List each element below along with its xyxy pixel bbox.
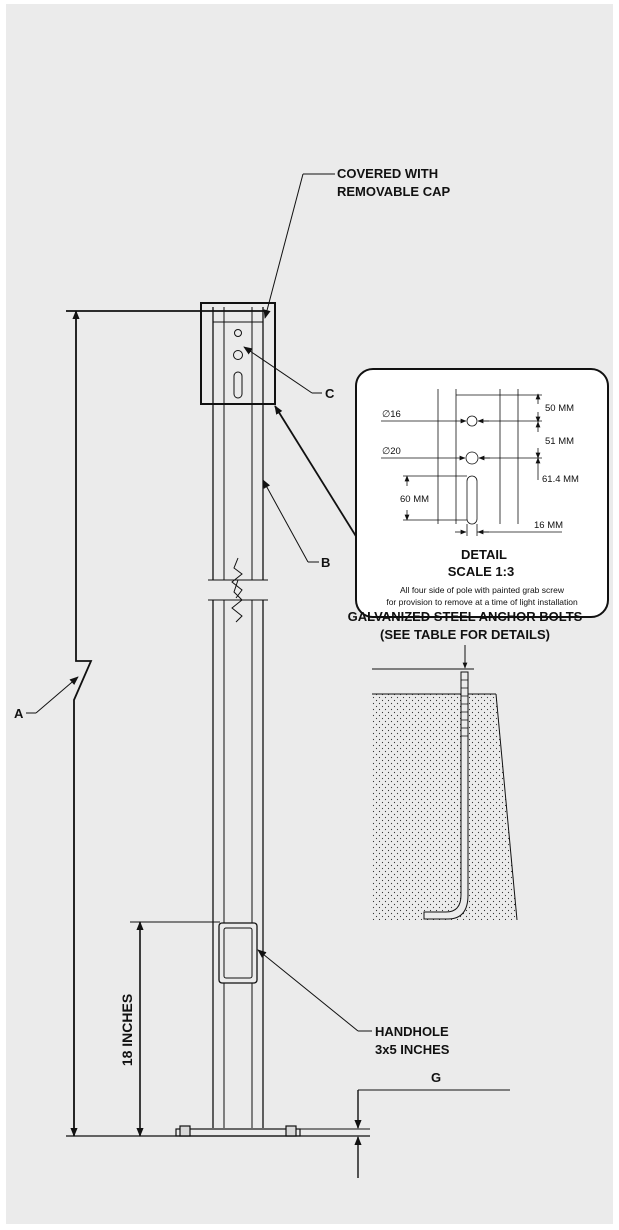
dia20-label: ∅20 <box>382 446 401 457</box>
detail-note-line1: All four side of pole with painted grab … <box>400 585 565 595</box>
handhole-label-line2: 3x5 INCHES <box>375 1042 450 1057</box>
pole <box>208 307 268 1128</box>
dim-51mm: 51 MM <box>545 436 574 447</box>
label-b: B <box>321 555 330 570</box>
height-18-inches-label: 18 INCHES <box>119 994 135 1066</box>
detail-note-line2: for provision to remove at a time of lig… <box>386 597 578 607</box>
dim-60mm: 60 MM <box>400 494 429 505</box>
removable-cap <box>200 302 276 405</box>
detail-callout: ∅16 ∅20 50 MM 51 MM 61.4 MM 60 MM 16 MM … <box>355 368 609 618</box>
detail-title: DETAIL <box>461 547 507 562</box>
leader-c <box>243 346 322 394</box>
dim-50mm: 50 MM <box>545 403 574 414</box>
handhole <box>218 922 258 984</box>
anchor-label-line2: (SEE TABLE FOR DETAILS) <box>380 627 550 642</box>
anchor-label-line1: GALVANIZED STEEL ANCHOR BOLTS <box>348 609 583 624</box>
label-a: A <box>14 706 24 721</box>
detail-scale: SCALE 1:3 <box>448 564 514 579</box>
dia16-label: ∅16 <box>382 409 401 420</box>
dimension-a <box>66 310 264 1137</box>
anchor-bolt-detail <box>372 645 518 921</box>
base-plate <box>66 1125 370 1137</box>
leader-handhole <box>257 949 372 1032</box>
leader-b <box>262 479 319 563</box>
cap-label-line1: COVERED WITH <box>337 166 438 181</box>
label-c: C <box>325 386 335 401</box>
handhole-label-line1: HANDHOLE <box>375 1024 449 1039</box>
dim-16mm: 16 MM <box>534 520 563 531</box>
leader-a <box>26 676 79 714</box>
dimension-g <box>354 1089 510 1178</box>
cap-label-line2: REMOVABLE CAP <box>337 184 450 199</box>
label-g: G <box>431 1070 441 1085</box>
dimension-18-inches <box>130 921 220 1137</box>
dim-61-4mm: 61.4 MM <box>542 474 579 485</box>
leader-cap <box>263 173 335 319</box>
